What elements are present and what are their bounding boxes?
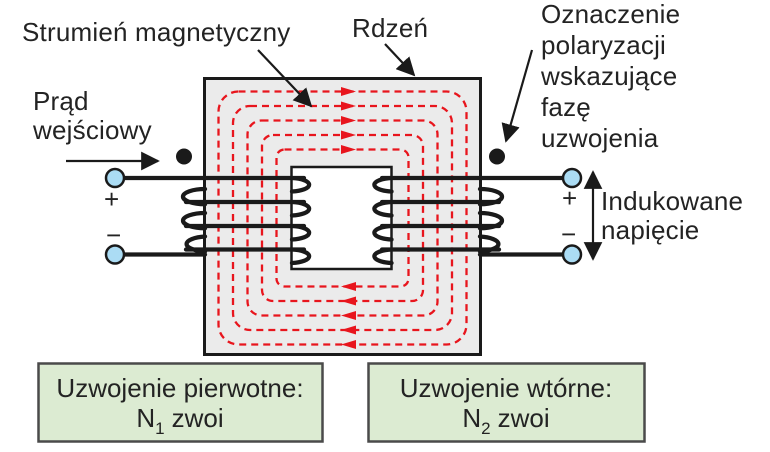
flux-label: Strumień magnetyczny [22,17,290,47]
polarity-label: Oznaczenie polaryzacji wskazujące fazę u… [540,0,680,153]
svg-text:Prąd: Prąd [33,86,89,116]
svg-text:polaryzacji: polaryzacji [541,30,666,60]
primary-box-title: Uzwojenie pierwotne: [56,373,303,403]
flux-direction-arrowheads [341,87,356,349]
primary-plus-sign: + [104,184,119,214]
secondary-plus-sign: + [562,183,577,213]
primary-terminal-top [104,167,126,189]
core-label-arrow [384,43,416,77]
secondary-minus-sign: − [561,219,576,249]
svg-text:Indukowane: Indukowane [601,186,743,216]
secondary-terminal-bottom [561,244,583,265]
polarity-dot-secondary [489,148,505,165]
primary-minus-sign: − [106,220,121,250]
flux-label-arrow [257,49,313,108]
input-current-label: Prąd wejściowy [32,86,152,145]
svg-text:Oznaczenie: Oznaczenie [541,0,680,29]
svg-text:napięcie: napięcie [601,215,699,245]
magnetic-flux-loops [217,87,468,349]
primary-terminal-bottom [104,244,126,265]
core-label: Rdzeń [352,13,428,43]
svg-text:wejściowy: wejściowy [32,115,152,145]
svg-text:wskazujące: wskazujące [540,61,677,91]
induced-voltage-label: Indukowane napięcie [601,186,743,245]
polarity-dot-primary [176,148,192,165]
primary-coil [121,175,312,266]
svg-text:fazę: fazę [541,92,591,122]
svg-text:uzwojenia: uzwojenia [541,123,659,153]
secondary-box-title: Uzwojenie wtórne: [400,373,612,403]
polarity-label-arrow [501,49,534,143]
secondary-coil [372,175,575,266]
secondary-terminal-top [561,167,583,189]
